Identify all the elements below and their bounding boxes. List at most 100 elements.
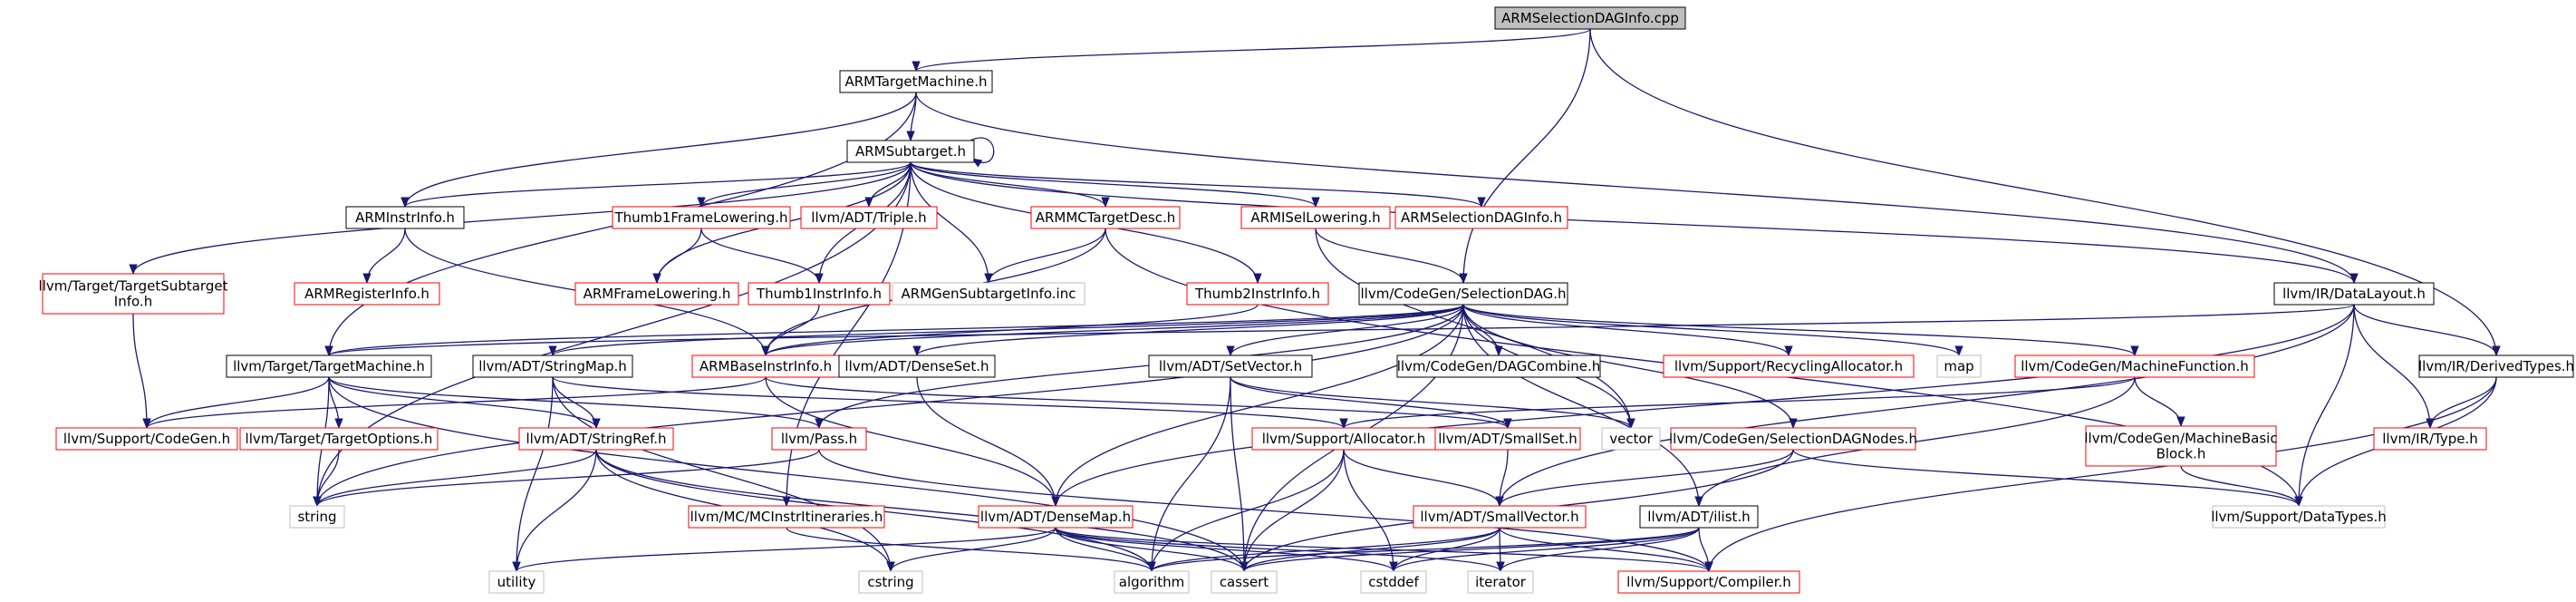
node-adt_triple[interactable]: llvm/ADT/Triple.h <box>800 206 938 229</box>
node-label: llvm/ADT/ilist.h <box>1647 509 1750 525</box>
node-armframelowering[interactable]: ARMFrameLowering.h <box>574 282 739 306</box>
edge-ir_datalayout-to-ir_type <box>2353 304 2435 430</box>
edge-target_targetsubtargetinfo-to-support_codegen <box>132 313 151 430</box>
node-box <box>1211 570 1278 594</box>
edge-codegen_selectiondag-to-adt_stringmap <box>548 304 1464 357</box>
node-box <box>2014 354 2255 378</box>
node-label: llvm/ADT/SmallVector.h <box>1420 509 1578 525</box>
edge-adt_smallvector-to-algorithm <box>1147 527 1500 573</box>
node-codegen_selectiondag[interactable]: llvm/CodeGen/SelectionDAG.h <box>1358 282 1568 306</box>
edge-armtargetmachine-to-ir_datalayout <box>915 92 2359 285</box>
edge-pass-to-support_compiler <box>818 449 1713 573</box>
edge-armsubtarget-to-armsubtarget <box>970 137 995 168</box>
node-codegen_machinefunction[interactable]: llvm/CodeGen/MachineFunction.h <box>2014 354 2255 378</box>
node-ir_datalayout[interactable]: llvm/IR/DataLayout.h <box>2273 282 2435 306</box>
node-adt_stringref[interactable]: llvm/ADT/StringRef.h <box>518 427 674 451</box>
node-adt_smallvector[interactable]: llvm/ADT/SmallVector.h <box>1413 505 1587 529</box>
node-thumb1instrinfo[interactable]: Thumb1InstrInfo.h <box>748 282 891 306</box>
node-thumb1framelowering[interactable]: Thumb1FrameLowering.h <box>612 206 791 229</box>
edge-adt_setvector-to-vector <box>1230 376 1635 430</box>
node-armregisterinfo[interactable]: ARMRegisterInfo.h <box>294 282 440 306</box>
node-label: iterator <box>1475 574 1527 590</box>
node-label: llvm/CodeGen/SelectionDAGNodes.h <box>1669 431 1917 447</box>
node-box <box>42 273 225 315</box>
node-adt_densesetmap[interactable]: llvm/ADT/DenseSet.h <box>838 354 996 378</box>
node-support_allocator[interactable]: llvm/Support/Allocator.h <box>1251 427 1436 451</box>
edge-ir_datalayout-to-ir_derivedtypes <box>2353 304 2501 357</box>
node-label: llvm/Support/Compiler.h <box>1626 574 1791 590</box>
node-armgensubtargetinfo: ARMGenSubtargetInfo.inc <box>892 282 1085 306</box>
node-support_compiler[interactable]: llvm/Support/Compiler.h <box>1617 570 1800 594</box>
node-adt_setvector[interactable]: llvm/ADT/SetVector.h <box>1148 354 1313 378</box>
node-thumb2instrinfo[interactable]: Thumb2InstrInfo.h <box>1186 282 1329 306</box>
edge-ir_derivedtypes-to-support_compiler <box>1704 376 2497 573</box>
node-box <box>1396 354 1601 378</box>
node-label: vector <box>1609 431 1653 447</box>
edge-armsubtarget-to-armmctargetdesc <box>910 161 1110 209</box>
node-codegen_selectiondagnodes[interactable]: llvm/CodeGen/SelectionDAGNodes.h <box>1669 427 1917 451</box>
node-string: string <box>289 505 345 529</box>
node-label: map <box>1944 358 1973 374</box>
edge-adt_densesetmap-to-adt_densemap <box>916 376 1060 508</box>
edge-armmctargetdesc-to-armgensubtargetinfo <box>984 228 1106 285</box>
node-box <box>1663 354 1915 378</box>
node-box <box>1413 505 1587 529</box>
edge-adt_stringmap-to-support_allocator <box>552 376 1348 430</box>
node-armselectiondaginfo_h[interactable]: ARMSelectionDAGInfo.h <box>1394 206 1568 229</box>
node-label: llvm/ADT/SetVector.h <box>1159 358 1302 374</box>
node-codegen_dagcombine[interactable]: llvm/CodeGen/DAGCombine.h <box>1396 354 1601 378</box>
node-ir_derivedtypes[interactable]: llvm/IR/DerivedTypes.h <box>2418 354 2574 378</box>
node-label: cassert <box>1220 574 1269 590</box>
node-algorithm: algorithm <box>1114 570 1190 594</box>
edge-codegen_selectiondag-to-map <box>1462 304 1963 357</box>
node-ir_type[interactable]: llvm/IR/Type.h <box>2373 427 2487 451</box>
edge-codegen_selectiondag-to-target_targetmachine <box>324 304 1464 357</box>
node-adt_smallset[interactable]: llvm/ADT/SmallSet.h <box>1434 427 1581 451</box>
edge-armtargetmachine-to-arminstrinfo <box>400 92 917 209</box>
node-label: llvm/Support/RecyclingAllocator.h <box>1674 358 1903 374</box>
node-box <box>691 354 840 378</box>
node-target_targetmachine[interactable]: llvm/Target/TargetMachine.h <box>226 354 432 378</box>
node-iterator: iterator <box>1467 570 1534 594</box>
node-box <box>748 282 891 306</box>
node-box <box>1494 6 1686 30</box>
node-adt_ilist[interactable]: llvm/ADT/ilist.h <box>1639 505 1759 529</box>
node-label: Thumb1FrameLowering.h <box>614 209 788 226</box>
node-arminstrinfo[interactable]: ARMInstrInfo.h <box>345 206 465 229</box>
node-cassert: cassert <box>1211 570 1278 594</box>
edge-ir_datalayout-to-adt_densemap <box>1051 304 2355 508</box>
edge-armselectiondaginfo_cpp-to-codegen_selectiondag <box>1459 28 1591 285</box>
edge-codegen_selectiondag-to-pass <box>815 304 1464 430</box>
node-mc_mcinstritineraries[interactable]: llvm/MC/MCInstrItineraries.h <box>688 505 885 529</box>
node-label: llvm/CodeGen/DAGCombine.h <box>1397 358 1601 374</box>
node-pass[interactable]: llvm/Pass.h <box>771 427 867 451</box>
node-box <box>1601 427 1661 451</box>
node-support_codegen[interactable]: llvm/Support/CodeGen.h <box>55 427 238 451</box>
node-label: ARMInstrInfo.h <box>355 209 455 226</box>
node-box <box>800 206 938 229</box>
node-label: Block.h <box>2156 446 2206 462</box>
edge-armsubtarget-to-target_targetsubtargetinfo <box>129 161 912 276</box>
node-support_recyclingallocator[interactable]: llvm/Support/RecyclingAllocator.h <box>1663 354 1915 378</box>
node-armmctargetdesc[interactable]: ARMMCTargetDesc.h <box>1030 206 1181 229</box>
edge-ir_datalayout-to-target_targetmachine <box>325 304 2355 357</box>
node-armbaseinstrinfo[interactable]: ARMBaseInstrInfo.h <box>691 354 840 378</box>
node-box <box>1030 206 1181 229</box>
edge-codegen_machinefunction-to-codegen_machinebasicblock <box>2134 376 2185 428</box>
node-box <box>239 427 439 451</box>
node-label: llvm/CodeGen/SelectionDAG.h <box>1361 286 1567 302</box>
edge-adt_densemap-to-cstddef <box>1055 527 1398 573</box>
node-box <box>612 206 791 229</box>
node-armisellowering[interactable]: ARMISelLowering.h <box>1240 206 1391 229</box>
node-adt_stringmap[interactable]: llvm/ADT/StringMap.h <box>472 354 633 378</box>
node-box <box>488 570 545 594</box>
node-label: string <box>297 509 336 525</box>
node-adt_densemap[interactable]: llvm/ADT/DenseMap.h <box>978 505 1134 529</box>
node-target_targetoptions[interactable]: llvm/Target/TargetOptions.h <box>239 427 439 451</box>
node-armtargetmachine[interactable]: ARMTargetMachine.h <box>839 70 993 93</box>
node-armsubtarget[interactable]: ARMSubtarget.h <box>846 140 975 163</box>
node-box <box>838 354 996 378</box>
